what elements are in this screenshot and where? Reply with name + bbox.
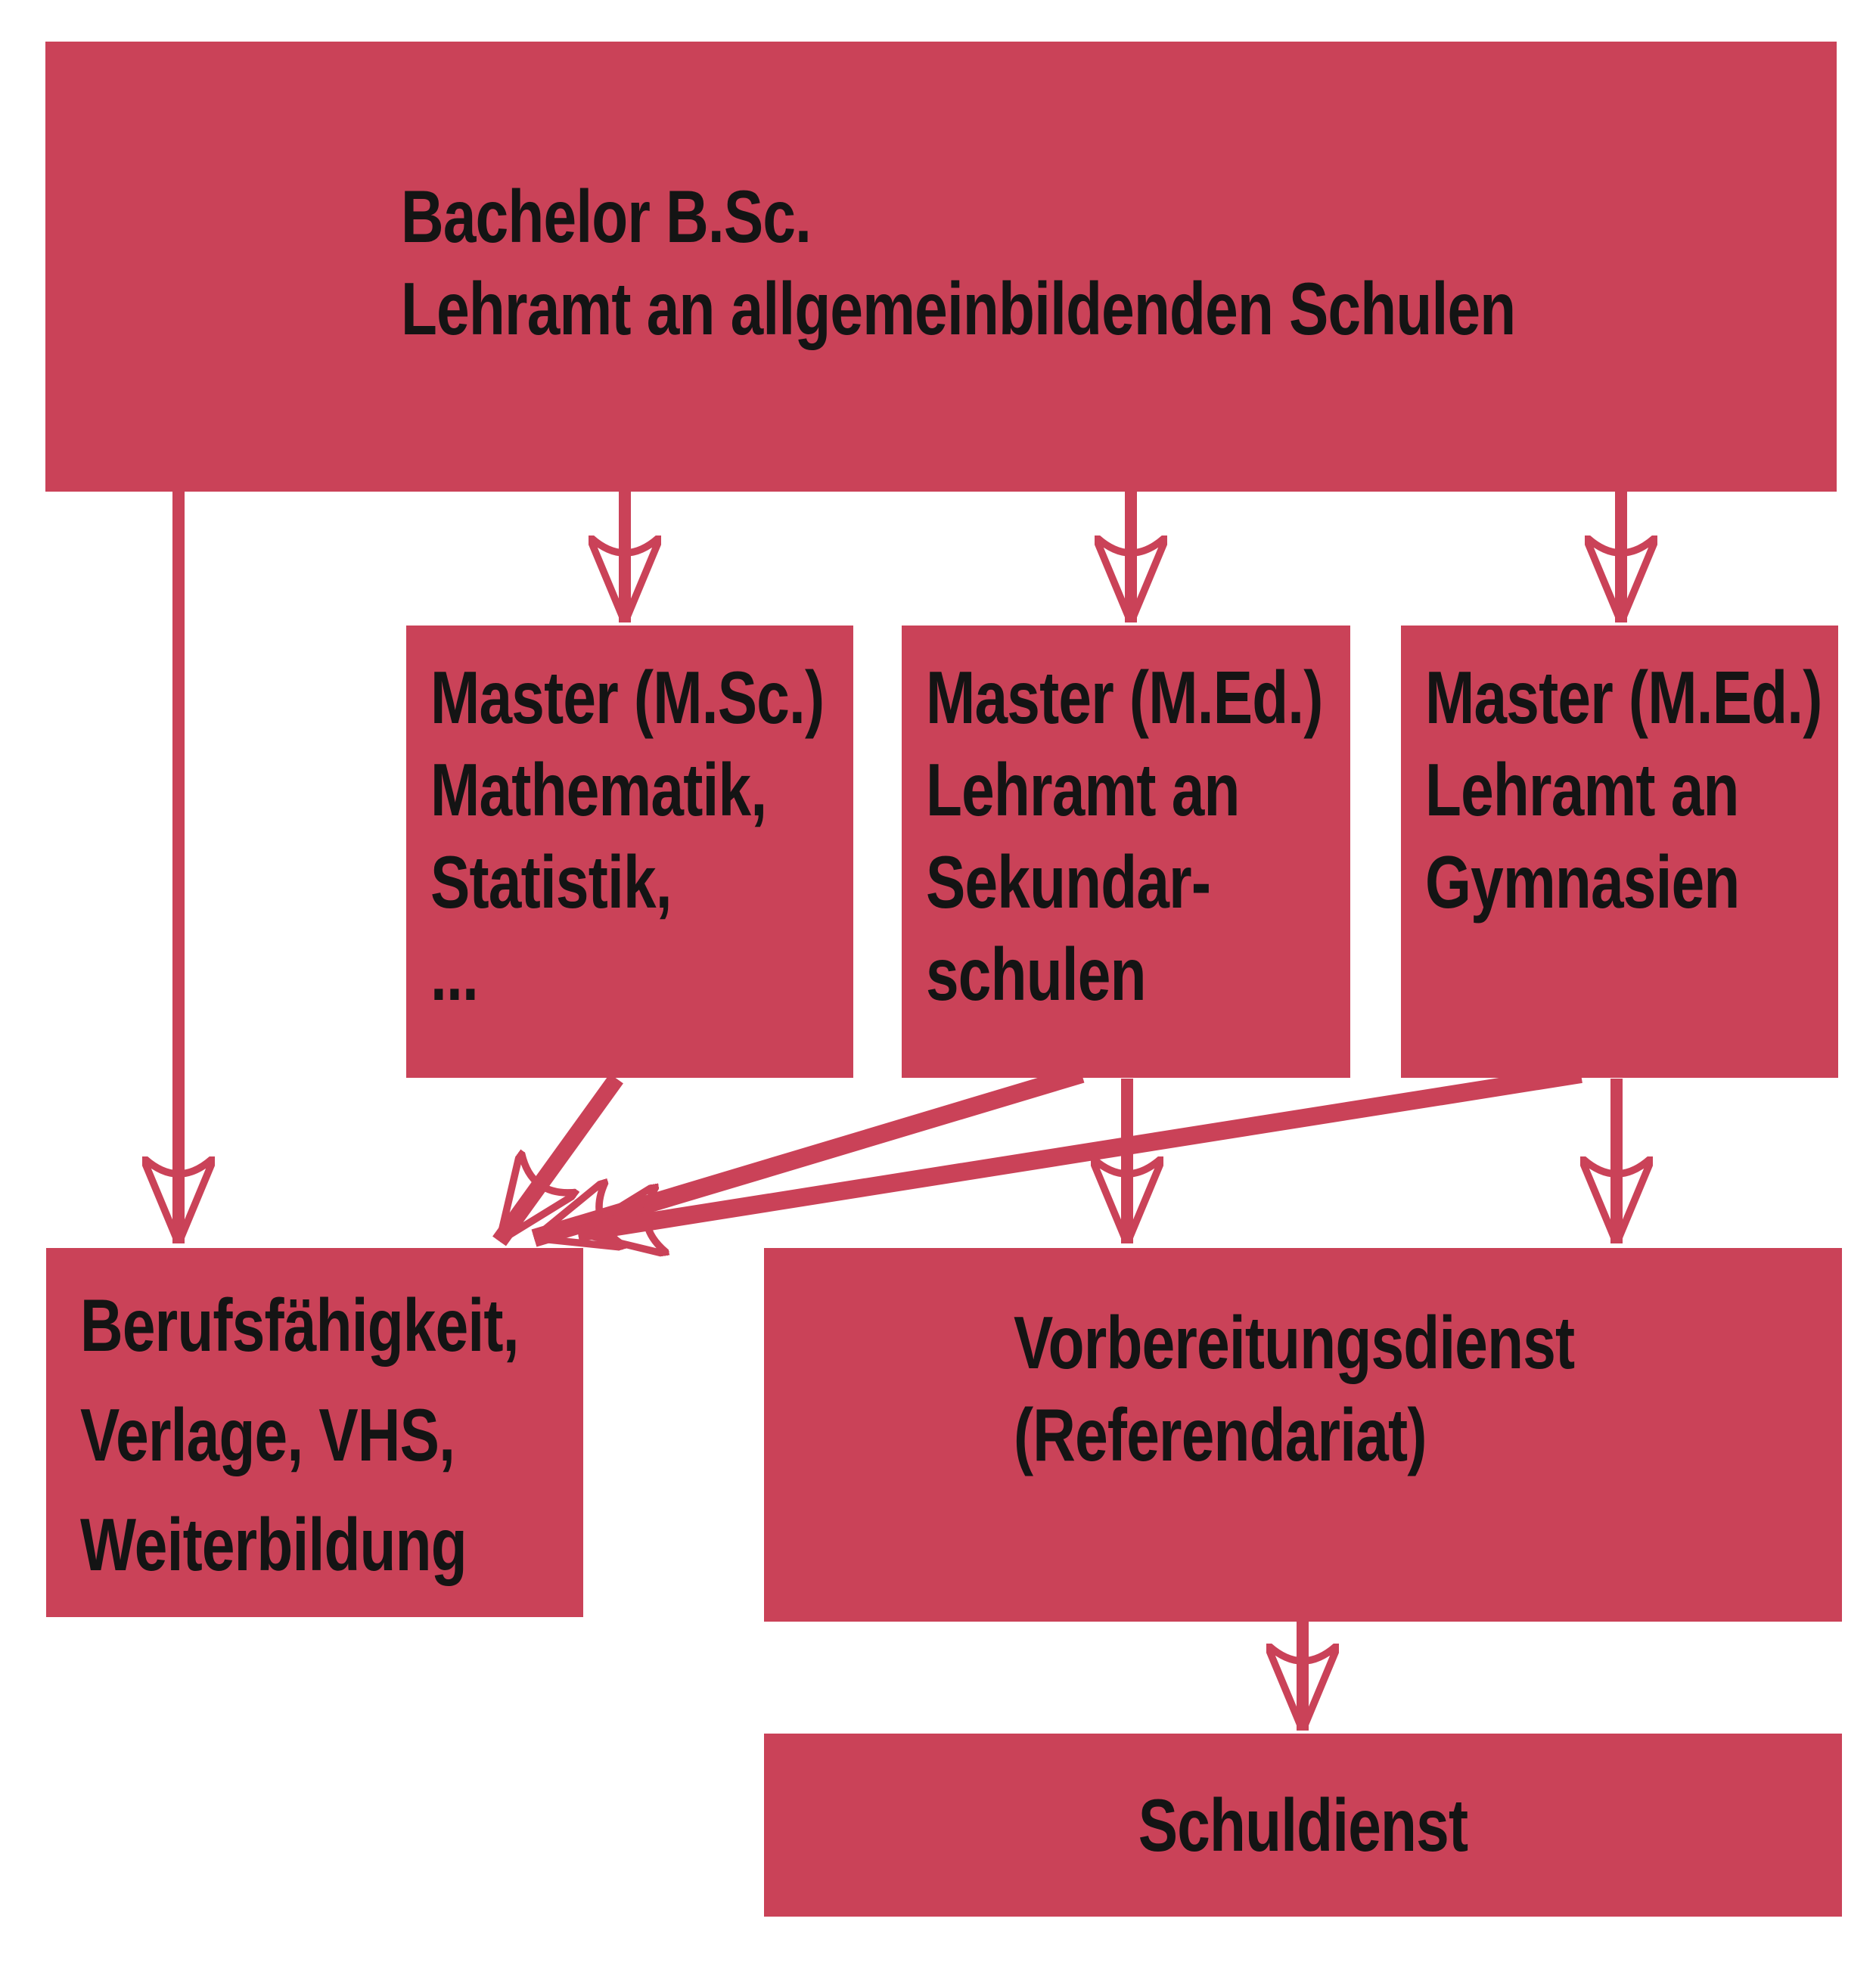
node-beruf: Berufsfähigkeit, Verlage, VHS, Weiterbil… — [46, 1248, 583, 1617]
node-master-med-sek-line-4: schulen — [926, 933, 1146, 1016]
node-vorbereitung: Vorbereitungsdienst (Referendariat) — [764, 1248, 1842, 1622]
node-beruf-line-1: Berufsfähigkeit, — [80, 1284, 519, 1367]
node-schuldienst: Schuldienst — [764, 1734, 1842, 1917]
arrow-master-med-gym-to-beruf — [578, 1065, 1582, 1233]
node-master-med-sek: Master (M.Ed.) Lehramt an Sekundar- schu… — [902, 626, 1350, 1078]
node-bachelor-line-1: Bachelor B.Sc. — [401, 175, 812, 258]
node-vorbereitung-line-2: (Referendariat) — [1014, 1393, 1427, 1476]
arrow-master-msc-to-beruf — [492, 1073, 623, 1241]
node-master-msc: Master (M.Sc.) Mathematik, Statistik, ..… — [406, 626, 853, 1078]
node-master-med-gym: Master (M.Ed.) Lehramt an Gymnasien — [1401, 626, 1838, 1078]
node-master-msc-line-1: Master (M.Sc.) — [430, 656, 825, 739]
arrow-master-med-sek-to-beruf — [534, 1065, 1085, 1238]
node-beruf-line-2: Verlage, VHS, — [80, 1393, 455, 1476]
node-master-med-sek-line-3: Sekundar- — [926, 840, 1211, 924]
node-schuldienst-label: Schuldienst — [872, 1779, 1735, 1871]
node-master-med-gym-line-1: Master (M.Ed.) — [1425, 656, 1822, 739]
node-master-med-gym-line-3: Gymnasien — [1425, 840, 1740, 924]
node-bachelor-label: Bachelor B.Sc. Lehramt an allgemeinbilde… — [401, 170, 1516, 355]
node-beruf-line-3: Weiterbildung — [80, 1503, 467, 1586]
node-master-msc-label: Master (M.Sc.) Mathematik, Statistik, ..… — [430, 651, 825, 1020]
node-beruf-label: Berufsfähigkeit, Verlage, VHS, Weiterbil… — [80, 1271, 519, 1600]
node-master-msc-line-2: Mathematik, — [430, 748, 767, 831]
node-vorbereitung-line-1: Vorbereitungsdienst — [1014, 1301, 1575, 1384]
node-master-med-gym-label: Master (M.Ed.) Lehramt an Gymnasien — [1425, 651, 1822, 928]
node-bachelor: Bachelor B.Sc. Lehramt an allgemeinbilde… — [45, 42, 1837, 492]
node-vorbereitung-label: Vorbereitungsdienst (Referendariat) — [1014, 1296, 1575, 1481]
node-master-msc-line-3: Statistik, — [430, 840, 672, 924]
node-schuldienst-line-1: Schuldienst — [1138, 1783, 1468, 1867]
node-bachelor-line-2: Lehramt an allgemeinbildenden Schulen — [401, 267, 1516, 350]
node-master-med-sek-line-1: Master (M.Ed.) — [926, 656, 1323, 739]
node-master-med-sek-label: Master (M.Ed.) Lehramt an Sekundar- schu… — [926, 651, 1323, 1020]
node-master-med-sek-line-2: Lehramt an — [926, 748, 1240, 831]
node-master-med-gym-line-2: Lehramt an — [1425, 748, 1739, 831]
node-master-msc-line-4: ... — [430, 933, 479, 1016]
